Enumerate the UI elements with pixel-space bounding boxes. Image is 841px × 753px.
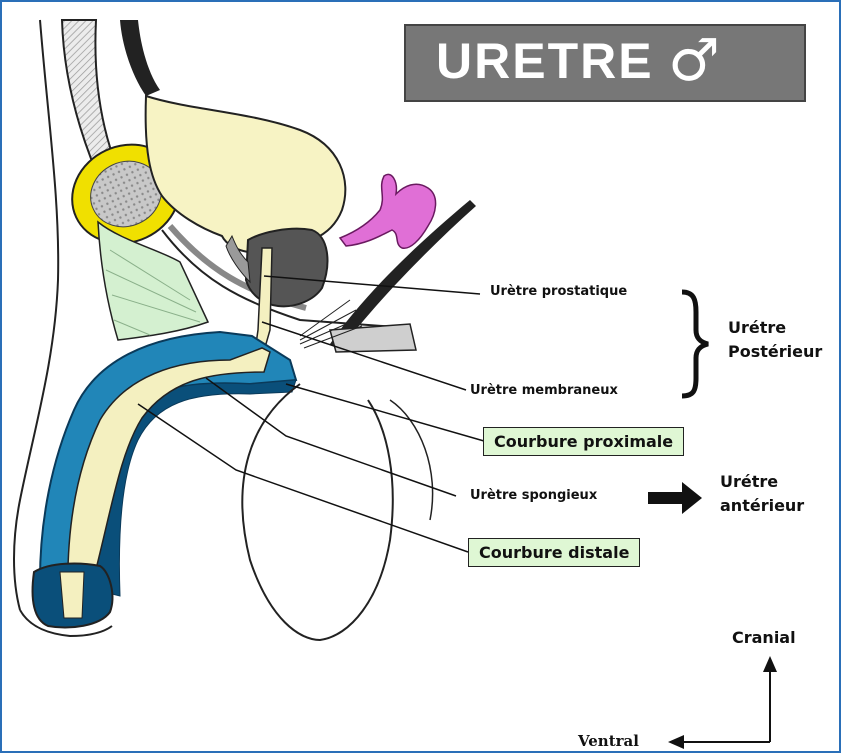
label-cranial: Cranial: [732, 626, 796, 650]
label-courbure-proximale: Courbure proximale: [483, 427, 684, 456]
anterior-arrow: [648, 482, 702, 514]
label-uretre-posterieur: Urétre Postérieur: [728, 316, 822, 364]
prostate: [246, 229, 327, 307]
posterior-brace: [682, 292, 708, 396]
anterieur-line2: antérieur: [720, 494, 804, 518]
male-symbol-icon: ♂: [668, 26, 720, 94]
anterieur-line1: Urétre: [720, 470, 804, 494]
label-uretre-anterieur: Urétre antérieur: [720, 470, 804, 518]
suspensory-ligament: [98, 222, 208, 340]
label-uretre-prostatique: Urètre prostatique: [490, 284, 627, 299]
posterieur-line1: Urétre: [728, 316, 822, 340]
label-ventral: Ventral: [578, 732, 639, 750]
title-text: URETRE: [436, 32, 654, 90]
title-banner: URETRE ♂: [404, 24, 806, 102]
posterieur-line2: Postérieur: [728, 340, 822, 364]
seminal-vesicle: [340, 174, 436, 248]
scrotum: [242, 384, 392, 640]
label-courbure-distale: Courbure distale: [468, 538, 640, 567]
label-uretre-membraneux: Urètre membraneux: [470, 383, 618, 398]
label-uretre-spongieux: Urètre spongieux: [470, 488, 597, 503]
rectum-wall: [120, 20, 160, 96]
